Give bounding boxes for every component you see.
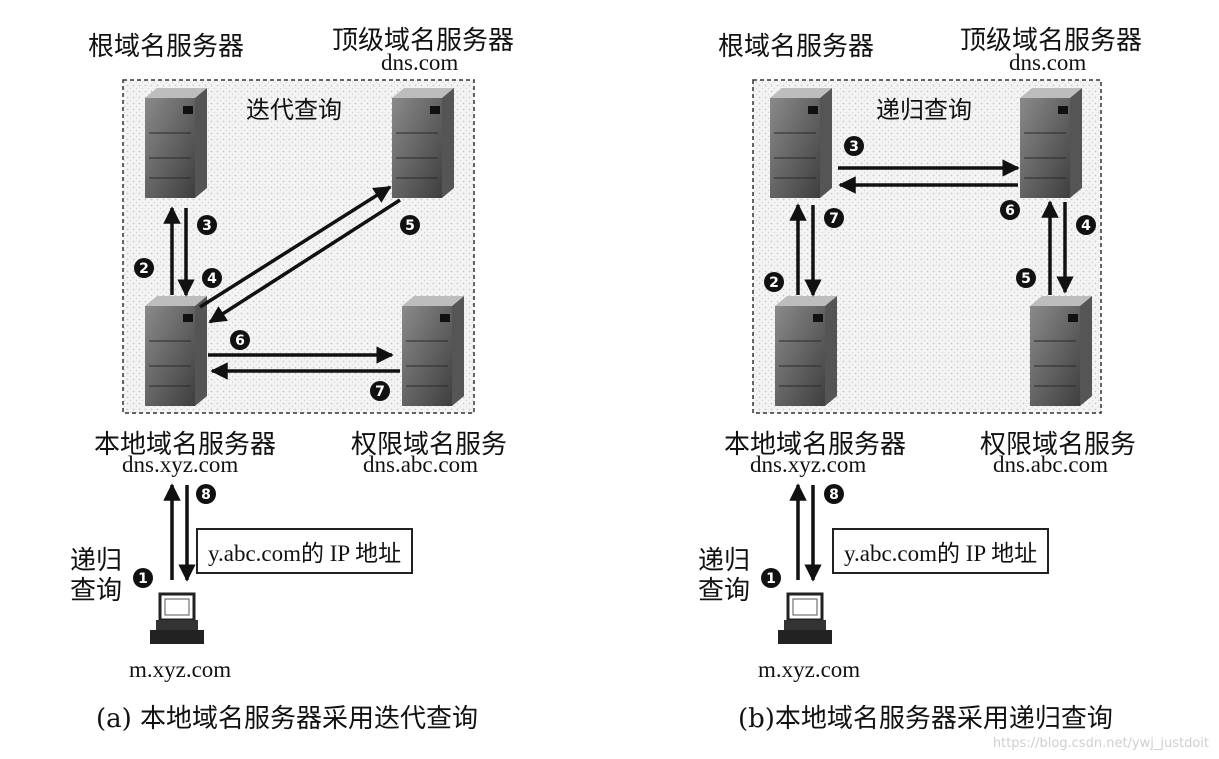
step-marker-6: 6 — [1000, 200, 1020, 220]
auth-server-icon — [1030, 296, 1092, 406]
panel-recursive-query: 3 6 7 2 4 5 1 8 根域名服务器 顶级域名服务器 dns.com 递… — [620, 0, 1219, 759]
step-marker-8: 8 — [196, 484, 216, 504]
svg-text:5: 5 — [405, 218, 415, 234]
svg-text:7: 7 — [829, 211, 839, 227]
figure-caption: (b)本地域名服务器采用递归查询 — [738, 698, 1113, 735]
step-marker-4: 4 — [202, 268, 222, 288]
step-marker-2: 2 — [764, 272, 784, 292]
svg-text:3: 3 — [202, 218, 212, 234]
host-label: m.xyz.com — [758, 657, 860, 683]
zone-title: 递归查询 — [876, 90, 972, 125]
svg-text:2: 2 — [139, 261, 149, 277]
client-query-label-line2: 查询 — [70, 570, 122, 607]
step-marker-1: 1 — [761, 568, 781, 588]
root-server-icon — [145, 88, 207, 198]
svg-text:4: 4 — [1081, 218, 1091, 234]
panel-iterative-query: 2 3 4 5 6 7 1 8 根域名服务器 顶级域名服务器 dns.com 迭… — [0, 0, 600, 759]
local-server-icon — [145, 296, 207, 406]
svg-text:8: 8 — [201, 487, 211, 503]
host-computer-icon — [150, 594, 204, 644]
tld-domain-label: dns.com — [1009, 50, 1086, 76]
svg-text:1: 1 — [766, 571, 776, 587]
tld-domain-label: dns.com — [381, 50, 458, 76]
step-marker-7: 7 — [370, 381, 390, 401]
host-computer-icon — [778, 594, 832, 644]
root-server-label: 根域名服务器 — [88, 26, 244, 63]
step-marker-7: 7 — [824, 208, 844, 228]
root-server-icon — [770, 88, 832, 198]
svg-text:4: 4 — [207, 271, 217, 287]
step-marker-6: 6 — [230, 330, 250, 350]
auth-domain-label: dns.abc.com — [993, 452, 1108, 478]
svg-text:1: 1 — [138, 571, 148, 587]
step-marker-8: 8 — [824, 484, 844, 504]
local-domain-label: dns.xyz.com — [122, 452, 238, 478]
svg-text:7: 7 — [375, 384, 385, 400]
step-marker-5: 5 — [1016, 268, 1036, 288]
step-marker-5: 5 — [400, 215, 420, 235]
auth-domain-label: dns.abc.com — [363, 452, 478, 478]
svg-text:2: 2 — [769, 275, 779, 291]
step-marker-3: 3 — [844, 136, 864, 156]
step-marker-3: 3 — [197, 215, 217, 235]
tld-server-icon — [1020, 88, 1082, 198]
figure-caption: (a) 本地域名服务器采用迭代查询 — [96, 698, 478, 735]
tld-server-icon — [392, 88, 454, 198]
svg-text:5: 5 — [1021, 271, 1031, 287]
client-query-label-line2: 查询 — [698, 570, 750, 607]
svg-text:6: 6 — [235, 333, 245, 349]
svg-text:6: 6 — [1005, 203, 1015, 219]
zone-title: 迭代查询 — [246, 90, 342, 125]
root-server-label: 根域名服务器 — [718, 26, 874, 63]
step-marker-1: 1 — [133, 568, 153, 588]
svg-text:3: 3 — [849, 139, 859, 155]
ip-answer-box: y.abc.com的 IP 地址 — [196, 528, 413, 574]
watermark-text: https://blog.csdn.net/ywj_justdoit — [993, 736, 1209, 751]
svg-text:8: 8 — [829, 487, 839, 503]
local-domain-label: dns.xyz.com — [750, 452, 866, 478]
step-marker-4: 4 — [1076, 215, 1096, 235]
step-marker-2: 2 — [134, 258, 154, 278]
ip-answer-box: y.abc.com的 IP 地址 — [832, 528, 1049, 574]
auth-server-icon — [402, 296, 464, 406]
local-server-icon — [775, 296, 837, 406]
host-label: m.xyz.com — [129, 657, 231, 683]
